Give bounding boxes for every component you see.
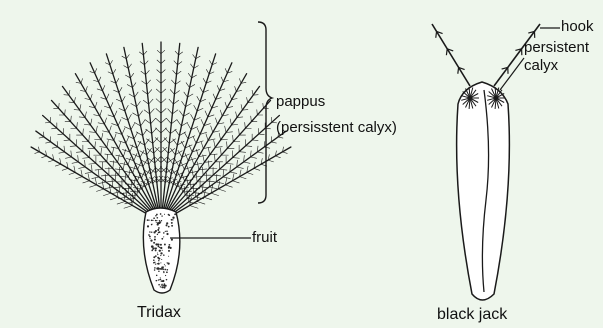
persistent-label: persistent (524, 39, 589, 57)
black-jack-left-awn (432, 24, 470, 86)
hook-label: hook (561, 18, 594, 36)
awn-barbs (436, 31, 535, 73)
persistent-calyx-paren-label: (persisstent calyx) (276, 119, 397, 137)
fruit-label: fruit (252, 229, 277, 247)
calyx-label: calyx (524, 57, 558, 75)
black-jack-caption: black jack (437, 306, 507, 324)
tridax-illustration (31, 42, 291, 293)
pappus-bristles (31, 42, 291, 222)
tridax-caption: Tridax (137, 304, 181, 322)
pappus-label: pappus (276, 93, 325, 111)
